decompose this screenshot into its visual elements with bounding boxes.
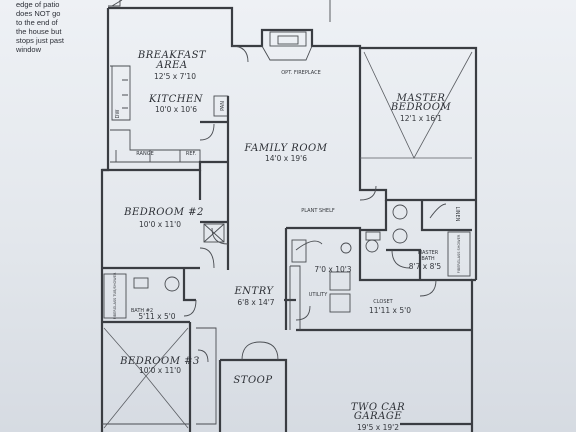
bedroom3-dims: 10'0 x 11'0 <box>139 366 181 375</box>
master-bedroom-label-1: MASTER <box>396 93 446 104</box>
master-bedroom-dims: 12'1 x 16'1 <box>400 114 442 123</box>
breakfast-label-2: AREA <box>155 60 187 71</box>
pantry-label: PAN <box>220 101 226 111</box>
plant-shelf-label: PLANT SHELF <box>301 208 335 214</box>
linen-label: LINEN <box>454 207 460 222</box>
bedroom3-ceiling-lines <box>103 327 189 429</box>
utility-label: UTILITY <box>309 292 329 298</box>
bedroom2-dims: 10'0 x 11'0 <box>139 220 181 229</box>
note-line: window <box>16 45 42 54</box>
family-room-label: FAMILY ROOM <box>244 143 328 154</box>
entry-label: ENTRY <box>233 286 274 297</box>
master-bath-label-1: MASTER <box>418 250 439 256</box>
entry-dims: 6'8 x 14'7 <box>237 298 274 307</box>
refrigerator-label: REF. <box>186 151 197 157</box>
closet-bedroom3 <box>196 327 217 425</box>
note-line: to the end of <box>16 18 58 27</box>
master-bath-label-2: BATH <box>421 256 435 262</box>
bath2-label: BATH #2 <box>131 308 153 314</box>
garage-label-1: TWO CAR <box>351 402 405 413</box>
master-bath-fixtures <box>365 204 471 277</box>
garage-label-2: GARAGE <box>354 411 402 422</box>
dishwasher-label: DW <box>115 110 121 119</box>
closet-label: CLOSET <box>373 299 393 305</box>
closet-bedroom2 <box>203 223 225 243</box>
note-line: stops just past <box>16 36 64 45</box>
patio-edge <box>108 0 121 7</box>
utility-dims: 7'0 x 10'3 <box>314 265 351 274</box>
door-swings <box>183 123 447 361</box>
tub-shower-label: FIBERGLASS TUB/SHOWER <box>113 272 117 319</box>
master-ceiling-lines <box>360 51 473 159</box>
kitchen-dims: 10'0 x 10'6 <box>155 105 197 114</box>
garage-dims: 19'5 x 19'2 <box>357 423 399 432</box>
closet-dims: 11'11 x 5'0 <box>369 306 411 315</box>
note-line: the house but <box>16 27 62 36</box>
bedroom2-label: BEDROOM #2 <box>123 207 204 218</box>
patio-door-swing <box>231 45 249 63</box>
note-arrow <box>111 0 123 7</box>
master-bath-dims: 8'7 x 8'5 <box>409 262 442 271</box>
fireplace <box>261 31 313 61</box>
master-bedroom-label-2: BEDROOM <box>390 102 452 113</box>
fireplace-label: OPT. FIREPLACE <box>281 70 320 76</box>
utility-fixtures <box>289 239 352 330</box>
kitchen-label: KITCHEN <box>148 94 204 105</box>
handwritten-note: edge of patio does NOT go to the end of … <box>16 0 102 54</box>
range-label: RANGE <box>136 151 153 157</box>
bath2-dims: 5'11 x 5'0 <box>138 312 175 321</box>
note-line: edge of patio <box>16 0 60 9</box>
breakfast-label-1: BREAKFAST <box>137 50 207 61</box>
breakfast-dims: 12'5 x 7'10 <box>154 72 196 81</box>
shower-label: FIBERGLASS SHOWER <box>457 234 461 273</box>
bedroom3-label: BEDROOM #3 <box>119 356 200 367</box>
family-room-dims: 14'0 x 19'6 <box>265 154 307 163</box>
stoop-label: STOOP <box>233 375 272 386</box>
note-line: does NOT go <box>16 9 61 18</box>
bath2-fixtures <box>103 273 180 319</box>
